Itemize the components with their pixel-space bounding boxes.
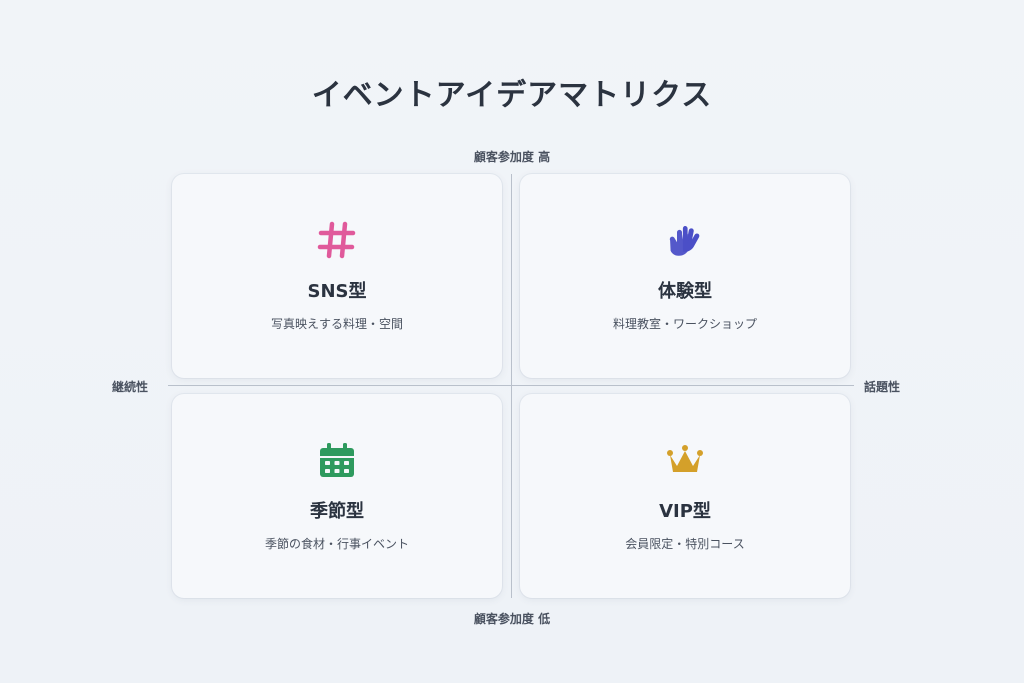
quadrant-description: 季節の食材・行事イベント xyxy=(264,537,409,551)
calendar-icon xyxy=(320,443,354,477)
vertical-axis-line xyxy=(511,174,512,598)
axis-label-top: 顧客参加度 高 xyxy=(473,150,551,164)
quadrant-card-sns: SNS型 写真映えする料理・空間 xyxy=(172,174,502,378)
page-title: イベントアイデアマトリクス xyxy=(311,78,713,113)
quadrant-card-experience: 体験型 料理教室・ワークショップ xyxy=(520,174,850,378)
quadrant-title: VIP型 xyxy=(659,501,711,522)
quadrant-title: 体験型 xyxy=(658,281,712,302)
quadrant-description: 写真映えする料理・空間 xyxy=(270,317,403,331)
quadrant-description: 会員限定・特別コース xyxy=(625,537,745,551)
axis-label-bottom: 顧客参加度 低 xyxy=(473,612,551,626)
quadrant-card-vip: VIP型 会員限定・特別コース xyxy=(520,394,850,598)
quadrant-title: SNS型 xyxy=(307,281,367,302)
axis-label-left: 継続性 xyxy=(111,380,148,394)
quadrant-title: 季節型 xyxy=(310,501,364,522)
quadrant-card-seasonal: 季節型 季節の食材・行事イベント xyxy=(172,394,502,598)
crown-icon xyxy=(667,445,703,472)
quadrant-description: 料理教室・ワークショップ xyxy=(612,317,757,331)
hands-icon xyxy=(669,226,700,256)
axis-label-right: 話題性 xyxy=(863,380,900,394)
hashtag-icon xyxy=(317,221,356,259)
